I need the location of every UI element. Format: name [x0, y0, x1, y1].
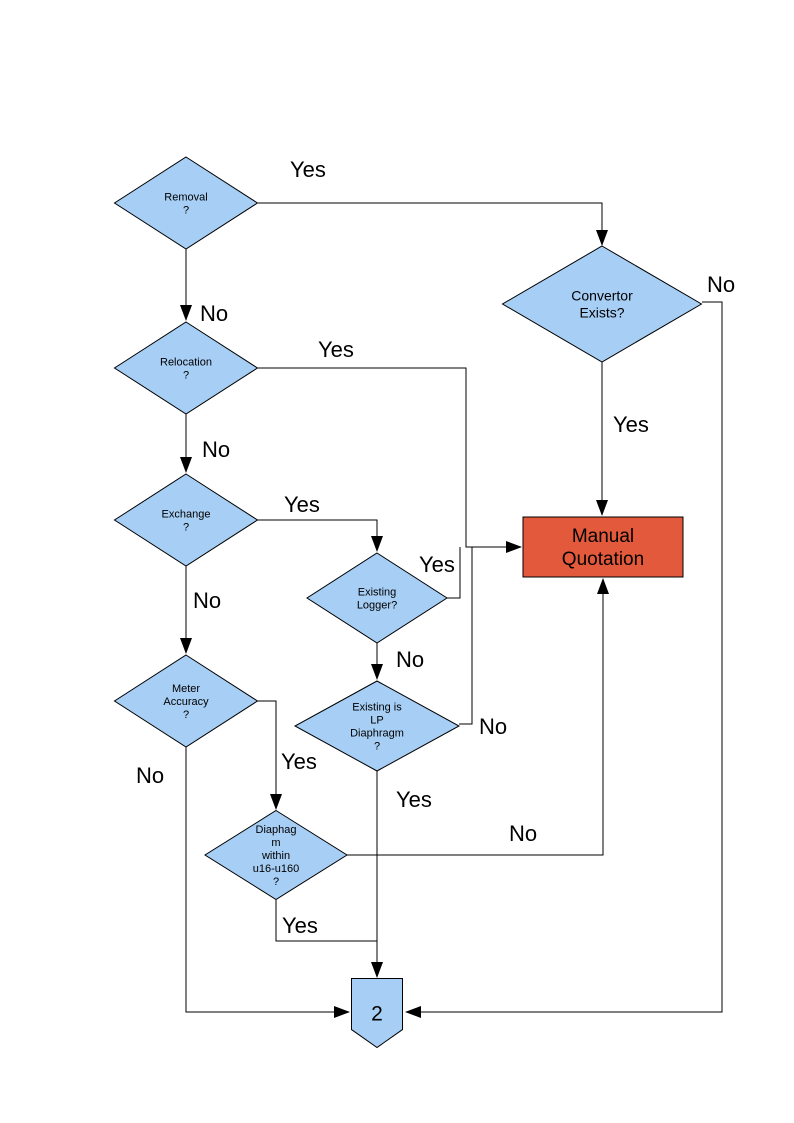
edge-label-removal-yes: Yes [290, 157, 326, 182]
existing-lp-diaphragm-label-line: LP [370, 714, 383, 726]
relocation-node-shape [113, 321, 259, 415]
connector-2-node-shape [351, 978, 403, 1049]
edge-label-meter-accuracy-no: No [136, 763, 164, 788]
edge-label-relocation-yes: Yes [318, 337, 354, 362]
existing-lp-diaphragm-node-shape [293, 680, 461, 772]
meter-accuracy-label-line: Accuracy [163, 696, 209, 708]
edge-relocation-yes [258, 367, 522, 553]
diaphragm-within-u16-u160-label-line: ? [273, 876, 279, 888]
edge-label-exchange-yes: Yes [284, 492, 320, 517]
exchange-node-shape [113, 473, 259, 567]
edge-label-relocation-no: No [202, 437, 230, 462]
edge-removal-yes [258, 202, 608, 246]
edge-label-convertor-exists-no: No [707, 272, 735, 297]
manual-quotation-label-line: Manual [572, 526, 634, 547]
edge-label-lp-diaphragm-no: No [479, 714, 507, 739]
edge-label-existing-logger-no: No [396, 647, 424, 672]
existing-lp-diaphragm-label-line: ? [374, 740, 380, 752]
convertor-exists-label-line: Exists? [579, 304, 624, 320]
diaphragm-within-u16-u160-label-line: m [271, 837, 280, 849]
convertor-exists-label-line: Convertor [571, 287, 633, 303]
diaphragm-within-u16-u160-label-line: Diaphag [256, 824, 297, 836]
exchange-node-label: Exchange? [162, 508, 211, 533]
edge-u16-yes [275, 900, 377, 942]
meter-accuracy-label-line: Meter [172, 683, 200, 695]
edge-exchange-yes [257, 519, 383, 552]
edge-convertor-exists-no [405, 301, 723, 1018]
relocation-node-label: Relocation? [160, 356, 212, 381]
edge-label-lp-diaphragm-yes: Yes [396, 787, 432, 812]
manual-quotation-label-line: Quotation [562, 549, 644, 570]
edge-meter-accuracy-yes [257, 700, 282, 810]
edge-existing-logger-yes [447, 547, 461, 599]
edge-label-u16-no: No [509, 821, 537, 846]
existing-logger-label-line: Existing [358, 586, 397, 598]
exchange-label-line: Exchange [162, 508, 211, 520]
connector-2-node-label: 2 [371, 1002, 383, 1025]
edge-label-existing-logger-yes: Yes [419, 552, 455, 577]
existing-logger-label-line: Logger? [357, 599, 397, 611]
edges-layer [180, 202, 723, 1018]
edge-lp-diaphragm-no [459, 547, 473, 725]
manual-quotation-node-shape [522, 516, 684, 578]
edge-label-u16-yes: Yes [282, 913, 318, 938]
edge-label-convertor-exists-yes: Yes [613, 412, 649, 437]
edge-meter-accuracy-no [185, 747, 350, 1018]
exchange-label-line: ? [183, 521, 189, 533]
meter-accuracy-node-shape [113, 654, 259, 748]
removal-label-line: Removal [164, 191, 207, 203]
existing-logger-node-shape [306, 552, 448, 644]
removal-node-label: Removal? [164, 191, 207, 216]
existing-lp-diaphragm-label-line: Diaphragm [350, 727, 404, 739]
existing-lp-diaphragm-label-line: Existing is [352, 701, 402, 713]
edge-label-exchange-no: No [193, 588, 221, 613]
diaphragm-within-u16-u160-label-line: within [261, 850, 290, 862]
edge-u16-no [347, 578, 609, 856]
removal-node-shape [113, 156, 259, 250]
removal-label-line: ? [183, 204, 189, 216]
diaphragm-within-u16-u160-label-line: u16-u160 [253, 863, 300, 875]
convertor-exists-node-shape [501, 245, 703, 363]
edge-label-meter-accuracy-yes: Yes [281, 749, 317, 774]
edge-label-removal-no: No [200, 301, 228, 326]
connector-2-label-line: 2 [371, 1002, 383, 1025]
meter-accuracy-label-line: ? [183, 709, 189, 721]
relocation-label-line: Relocation [160, 356, 212, 368]
diaphragm-within-u16-u160-node-shape [204, 809, 348, 901]
relocation-label-line: ? [183, 369, 189, 381]
